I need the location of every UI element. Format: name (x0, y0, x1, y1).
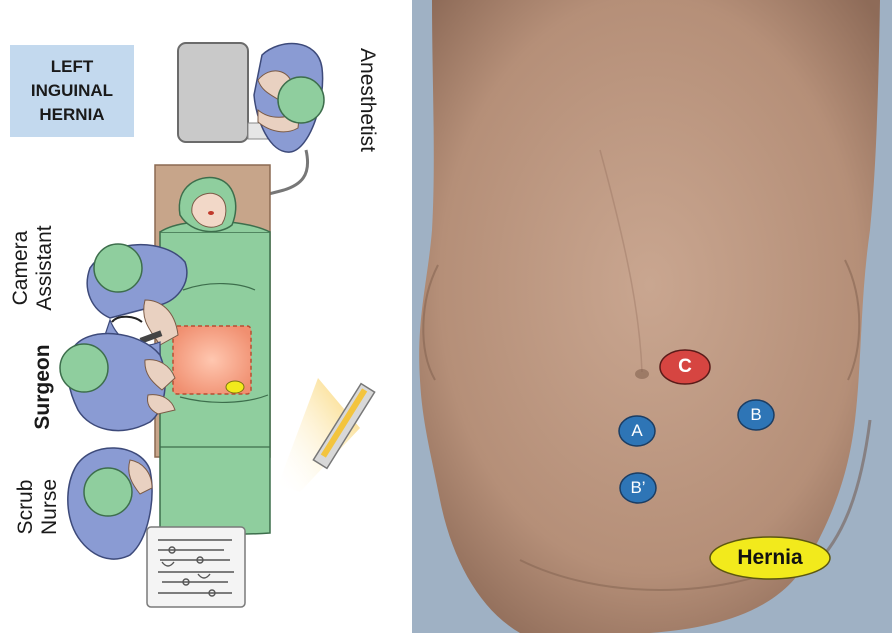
hernia-site-marker (226, 381, 244, 393)
title-line-1: LEFT (10, 55, 134, 79)
laparoscopic-tower (278, 378, 375, 492)
hernia-side-label-box: LEFT INGUINAL HERNIA (10, 45, 134, 137)
scrub-nurse-label-line1: Scrub (14, 462, 38, 552)
instrument-tray (147, 527, 245, 607)
camera-assistant-label-line1: Camera (9, 208, 33, 328)
abdomen-photo (412, 0, 892, 633)
port-c-label: C (660, 356, 710, 378)
title-line-2: INGUINAL (10, 79, 134, 103)
scrub-nurse-label-line2: Nurse (38, 462, 62, 552)
port-b-prime-label: B’ (620, 478, 656, 498)
port-b-label: B (738, 405, 774, 425)
hernia-label: Hernia (710, 546, 830, 570)
patient-head (179, 177, 235, 231)
surgeon-label: Surgeon (31, 337, 55, 437)
anesthetist-label: Anesthetist (355, 40, 379, 160)
title-line-3: HERNIA (10, 103, 134, 127)
torso-skin (419, 0, 880, 633)
anesthesia-monitor (178, 43, 248, 142)
camera-assistant-label: Camera Assistant (9, 208, 57, 328)
camera-assistant-label-line2: Assistant (33, 208, 57, 328)
scrub-nurse-figure (68, 448, 152, 559)
scrub-nurse-label: Scrub Nurse (14, 462, 62, 552)
port-a-label: A (619, 421, 655, 441)
